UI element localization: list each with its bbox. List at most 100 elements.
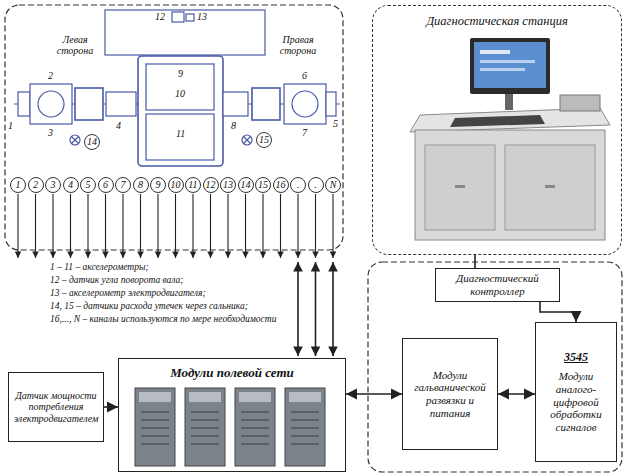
- callout-number: 4: [116, 120, 121, 131]
- channel-arrow: [18, 194, 333, 258]
- channel-circle: 5: [80, 177, 96, 193]
- station-picture: [410, 38, 610, 240]
- station-picture: [415, 130, 605, 240]
- callout-number: N: [330, 180, 337, 190]
- node-text: Модули гальванической развязки и питания: [407, 369, 493, 420]
- callout-number: 1: [8, 120, 13, 131]
- callout-number: 3: [51, 180, 56, 190]
- pump-unit: [284, 84, 326, 124]
- pump-unit: [75, 88, 103, 120]
- channel-arrow: [87, 194, 88, 258]
- callout-number: 3: [48, 127, 53, 138]
- station-picture: [505, 92, 513, 110]
- callout-number: 9: [178, 68, 183, 79]
- sensor-circle: 14: [84, 134, 100, 150]
- channel-circle: 2: [28, 177, 44, 193]
- channel-arrow: [262, 194, 263, 258]
- legend-note: 1 – 11 – акселерометры;: [50, 262, 149, 272]
- channel-arrow: [105, 194, 106, 258]
- callout-number: 14: [241, 180, 251, 190]
- channel-arrow: [35, 194, 36, 258]
- channel-arrow: [17, 194, 18, 258]
- region-outline: [368, 262, 622, 472]
- callout-number: 4: [68, 180, 73, 190]
- legend-note: 12 – датчик угла поворота вала;: [50, 275, 184, 285]
- pump-unit: [146, 114, 214, 160]
- field-module-picture: [239, 392, 271, 402]
- channel-arrow: [175, 194, 176, 258]
- channel-arrow: [157, 194, 158, 258]
- callout-number: 11: [176, 128, 185, 139]
- callout-number: .: [297, 180, 300, 190]
- pump-unit: [105, 10, 265, 55]
- pump-unit: [30, 84, 72, 124]
- channel-arrow: [315, 194, 316, 258]
- channel-circle: 9: [150, 177, 166, 193]
- node-text: Модули аналого-цифровой обработки сигнал…: [540, 370, 612, 433]
- callout-number: 12: [155, 11, 165, 22]
- channel-arrow: [227, 194, 228, 258]
- pump-unit: [70, 135, 80, 145]
- station-picture: [480, 68, 525, 71]
- station-picture: [474, 42, 546, 88]
- pump-unit: [186, 14, 194, 21]
- station-picture: [450, 115, 545, 127]
- callout-number: 6: [103, 180, 108, 190]
- sensor-box: Датчик мощности потребления электродвига…: [8, 372, 104, 442]
- channel-circle: 3: [45, 177, 61, 193]
- pump-unit: [292, 91, 318, 117]
- channel-arrow: [192, 194, 193, 258]
- callout-number: 16: [276, 180, 286, 190]
- side-label: Левая сторона: [50, 34, 100, 56]
- legend-note: 16,..., N – каналы используются по мере …: [50, 314, 276, 324]
- callout-number: 8: [231, 120, 236, 131]
- station-picture: [480, 60, 535, 63]
- channel-arrow: [210, 194, 211, 258]
- callout-number: 13: [223, 180, 233, 190]
- callout-number: 13: [197, 11, 207, 22]
- pump-unit: [326, 92, 336, 116]
- callout-number: 2: [33, 180, 38, 190]
- channel-circle: 10: [168, 177, 184, 193]
- channel-arrow: [280, 194, 281, 258]
- node-text: Диагностическая станция: [426, 14, 568, 29]
- node-text: 3545: [564, 351, 588, 365]
- node-text: Диагностический контроллер: [440, 272, 555, 297]
- module-group: Модули полевой сети: [118, 358, 346, 472]
- station-picture: [470, 38, 550, 94]
- pump-unit: [14, 10, 340, 166]
- station-picture: [425, 145, 495, 230]
- callout-number: 15: [258, 180, 268, 190]
- channel-arrow: [122, 194, 123, 258]
- connector-arrow: [104, 406, 118, 408]
- station-picture: [480, 50, 510, 54]
- callout-number: 14: [87, 137, 97, 147]
- field-module-picture: [135, 388, 325, 466]
- pump-unit: [138, 56, 223, 166]
- channel-circle: 4: [63, 177, 79, 193]
- bus-arrow: [315, 262, 317, 356]
- field-module-picture: [289, 392, 321, 402]
- station-picture: [410, 108, 610, 132]
- node-text: Датчик мощности потребления электродвига…: [13, 390, 99, 425]
- channel-circle: 1: [10, 177, 26, 193]
- channel-circle: .: [308, 177, 324, 193]
- channel-arrow: [297, 194, 298, 258]
- channel-circle: 12: [203, 177, 219, 193]
- pump-unit: [242, 135, 252, 145]
- bus-arrow: [332, 262, 334, 356]
- station-picture: [545, 185, 555, 188]
- callout-number: 15: [259, 135, 269, 145]
- callout-number: 5: [333, 118, 338, 129]
- pump-unit: [223, 92, 248, 116]
- legend-note: 14, 15 – датчики расхода утечек через са…: [50, 301, 248, 311]
- callout-number: 10: [175, 88, 185, 99]
- pump-unit: [244, 137, 251, 144]
- bus-arrow: [298, 262, 333, 356]
- callout-number: 10: [171, 180, 181, 190]
- station-panel: Диагностическая станция: [372, 5, 622, 255]
- callout-number: 2: [48, 70, 53, 81]
- field-module-picture: [141, 412, 319, 444]
- channel-circle: 6: [98, 177, 114, 193]
- channel-circle: N: [325, 177, 341, 193]
